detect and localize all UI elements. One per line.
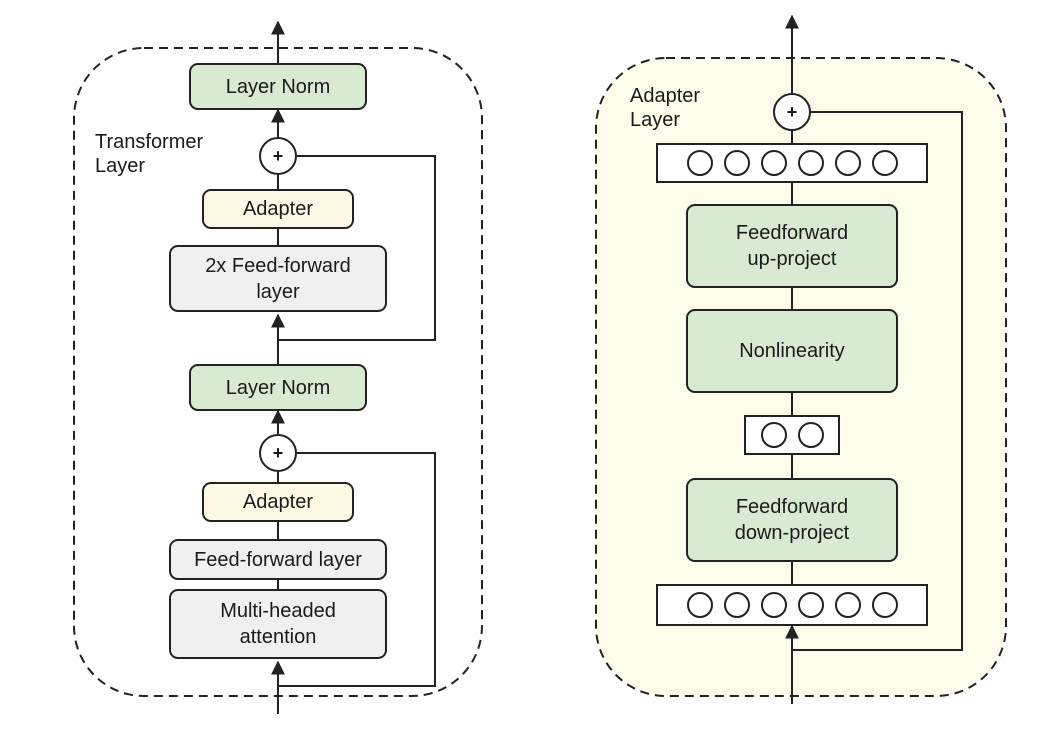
adapter-skip-connection [792, 111, 963, 651]
neuron [686, 592, 713, 618]
feedforward-box: Feed-forward layer [169, 539, 387, 580]
neuron [723, 150, 750, 176]
neuron [760, 422, 787, 448]
bottom-add-node: + [259, 434, 297, 472]
top-neuron-layer [656, 143, 928, 183]
neuron [834, 150, 861, 176]
adapter-add-node: + [773, 93, 811, 131]
down-project-label: Feedforward down-project [734, 496, 850, 544]
adapter-add-symbol: + [786, 101, 798, 122]
down-project-box: Feedforward down-project [686, 478, 898, 562]
middle-neuron-layer [744, 415, 840, 455]
bottom-neuron-layer [656, 584, 928, 626]
neuron [797, 150, 824, 176]
neuron [871, 150, 898, 176]
top-adapter-label: Adapter [242, 198, 314, 220]
bottom-adapter-box: Adapter [202, 482, 354, 522]
feedforward-label: Feed-forward layer [194, 548, 362, 571]
nonlinearity-box: Nonlinearity [686, 309, 898, 393]
neuron [871, 592, 898, 618]
adapter-layer-title: Adapter Layer [630, 85, 701, 131]
neuron [723, 592, 750, 618]
top-layer-norm-label: Layer Norm [225, 75, 331, 98]
neuron [760, 592, 787, 618]
neuron [797, 422, 824, 448]
neuron [686, 150, 713, 176]
top-adapter-box: Adapter [202, 189, 354, 229]
transformer-layer-title: Transformer Layer [95, 131, 204, 177]
attention-box: Multi-headed attention [169, 589, 387, 659]
feedforward-2x-label: 2x Feed-forward layer [205, 254, 351, 303]
bottom-adapter-label: Adapter [242, 491, 314, 513]
nonlinearity-label: Nonlinearity [739, 340, 845, 362]
attention-label: Multi-headed attention [220, 600, 336, 648]
residual-bottom [278, 452, 436, 687]
mid-layer-norm-label: Layer Norm [225, 376, 331, 399]
up-project-box: Feedforward up-project [686, 204, 898, 288]
feedforward-2x-box: 2x Feed-forward layer [169, 245, 387, 312]
residual-top [278, 155, 436, 341]
top-add-symbol: + [272, 145, 284, 166]
top-add-node: + [259, 137, 297, 175]
up-project-label: Feedforward up-project [735, 222, 849, 270]
bottom-add-symbol: + [272, 442, 284, 463]
neuron [760, 150, 787, 176]
mid-layer-norm-box: Layer Norm [189, 364, 367, 411]
top-layer-norm-box: Layer Norm [189, 63, 367, 110]
neuron [834, 592, 861, 618]
neuron [797, 592, 824, 618]
